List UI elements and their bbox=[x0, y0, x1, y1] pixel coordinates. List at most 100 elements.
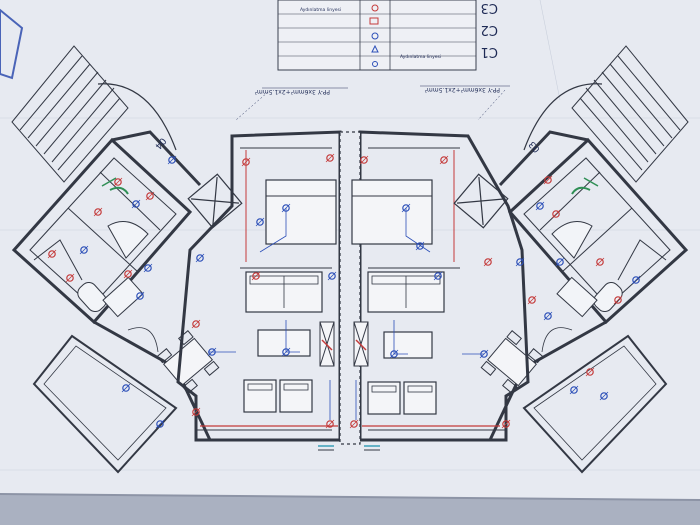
light-symbol bbox=[544, 312, 552, 320]
symbol-stroke bbox=[479, 349, 489, 359]
socket-symbol bbox=[484, 258, 492, 266]
light-symbol bbox=[282, 348, 290, 356]
electrical-symbols bbox=[47, 153, 641, 429]
symbol-stroke bbox=[65, 273, 75, 283]
socket-symbol bbox=[124, 270, 132, 278]
symbol-stroke bbox=[121, 383, 131, 393]
toilet-left bbox=[77, 281, 107, 313]
symbol-stroke bbox=[515, 257, 525, 267]
symbol-stroke bbox=[123, 269, 133, 279]
socket-symbol bbox=[192, 408, 200, 416]
cable-label-left: PP-Y 3x6mm²+2x1.5mm² bbox=[254, 88, 330, 95]
symbol-stroke bbox=[543, 175, 553, 185]
left-stairs bbox=[11, 45, 129, 183]
light-symbol bbox=[480, 350, 488, 358]
armchair bbox=[279, 379, 313, 413]
socket-symbol bbox=[544, 176, 552, 184]
legend-code-c2: C2 bbox=[481, 22, 498, 37]
symbol-stroke bbox=[327, 271, 337, 281]
symbol-stroke bbox=[585, 367, 595, 377]
armchair bbox=[367, 381, 401, 415]
left-wing: 04 bbox=[11, 45, 220, 474]
paper-edge bbox=[0, 493, 700, 501]
light-symbol bbox=[328, 272, 336, 280]
symbol-stroke bbox=[569, 385, 579, 395]
light-symbol bbox=[156, 420, 164, 428]
socket-symbol bbox=[614, 296, 622, 304]
light-symbol bbox=[516, 258, 524, 266]
party-wall bbox=[339, 131, 361, 445]
light-symbol bbox=[434, 272, 442, 280]
central-block bbox=[176, 130, 530, 451]
socket-symbol bbox=[192, 320, 200, 328]
legend-row-text: Aydınlatma linyesi bbox=[400, 54, 441, 60]
legend-code-c3: C3 bbox=[481, 0, 498, 15]
symbol-stroke bbox=[93, 207, 103, 217]
symbol-stroke bbox=[527, 295, 537, 305]
legend-row-text: Aydınlatma linyesi bbox=[300, 7, 341, 13]
light-symbol bbox=[416, 242, 424, 250]
stamp-mark bbox=[0, 8, 24, 80]
symbol-stroke bbox=[543, 311, 553, 321]
light-symbol bbox=[556, 258, 564, 266]
symbol-stroke bbox=[599, 391, 609, 401]
socket-symbol bbox=[350, 420, 358, 428]
legend-code-c1: C1 bbox=[481, 44, 498, 59]
symbol-stroke bbox=[501, 419, 511, 429]
armchair bbox=[403, 381, 437, 415]
symbol-stroke bbox=[145, 191, 155, 201]
light-symbol bbox=[390, 350, 398, 358]
coffee-table-left bbox=[257, 329, 311, 357]
socket-symbol bbox=[252, 272, 260, 280]
socket-symbol bbox=[326, 154, 334, 162]
symbol-stroke bbox=[439, 155, 449, 165]
legend-table: Aydınlatma linyesi Aydınlatma linyesi bbox=[277, 0, 477, 71]
symbol-stroke bbox=[167, 155, 177, 165]
light-symbol bbox=[196, 254, 204, 262]
light-symbol bbox=[402, 204, 410, 212]
symbol-stroke bbox=[595, 257, 605, 267]
light-symbol bbox=[600, 392, 608, 400]
symbol-stroke bbox=[207, 347, 217, 357]
light-symbol bbox=[208, 348, 216, 356]
socket-symbol bbox=[440, 156, 448, 164]
table-surface bbox=[0, 494, 700, 525]
symbol-stroke bbox=[113, 177, 123, 187]
right-stairs bbox=[571, 45, 689, 183]
symbol-stroke bbox=[551, 209, 561, 219]
symbol-stroke bbox=[135, 291, 145, 301]
symbol-stroke bbox=[483, 257, 493, 267]
symbol-stroke bbox=[255, 217, 265, 227]
socket-symbol bbox=[596, 258, 604, 266]
light-symbol bbox=[570, 386, 578, 394]
light-symbol bbox=[80, 246, 88, 254]
socket-symbol bbox=[48, 250, 56, 258]
light-symbol bbox=[122, 384, 130, 392]
symbol-stroke bbox=[613, 295, 623, 305]
light-symbol bbox=[632, 276, 640, 284]
symbol-stroke bbox=[131, 199, 141, 209]
symbol-stroke bbox=[415, 241, 425, 251]
legend-codes: C1 C2 C3 bbox=[481, 0, 498, 59]
symbol-stroke bbox=[433, 271, 443, 281]
socket-symbol bbox=[326, 420, 334, 428]
armchair bbox=[243, 379, 277, 413]
symbol-stroke bbox=[251, 271, 261, 281]
symbol-stroke bbox=[631, 275, 641, 285]
socket-symbol bbox=[94, 208, 102, 216]
symbol-stroke bbox=[241, 157, 251, 167]
symbol-stroke bbox=[281, 203, 291, 213]
symbol-stroke bbox=[325, 419, 335, 429]
symbol-stroke bbox=[47, 249, 57, 259]
light-symbol bbox=[256, 218, 264, 226]
light-symbol bbox=[282, 204, 290, 212]
bed-left bbox=[265, 179, 337, 245]
socket-symbol bbox=[360, 156, 368, 164]
light-symbol bbox=[536, 202, 544, 210]
symbol-stroke bbox=[79, 245, 89, 255]
symbol-stroke bbox=[191, 319, 201, 329]
symbol-stroke bbox=[143, 263, 153, 273]
socket-symbol bbox=[502, 420, 510, 428]
symbol-stroke bbox=[155, 419, 165, 429]
cable-label-right: PP-Y 3x6mm²+2x1.5mm² bbox=[424, 86, 500, 93]
